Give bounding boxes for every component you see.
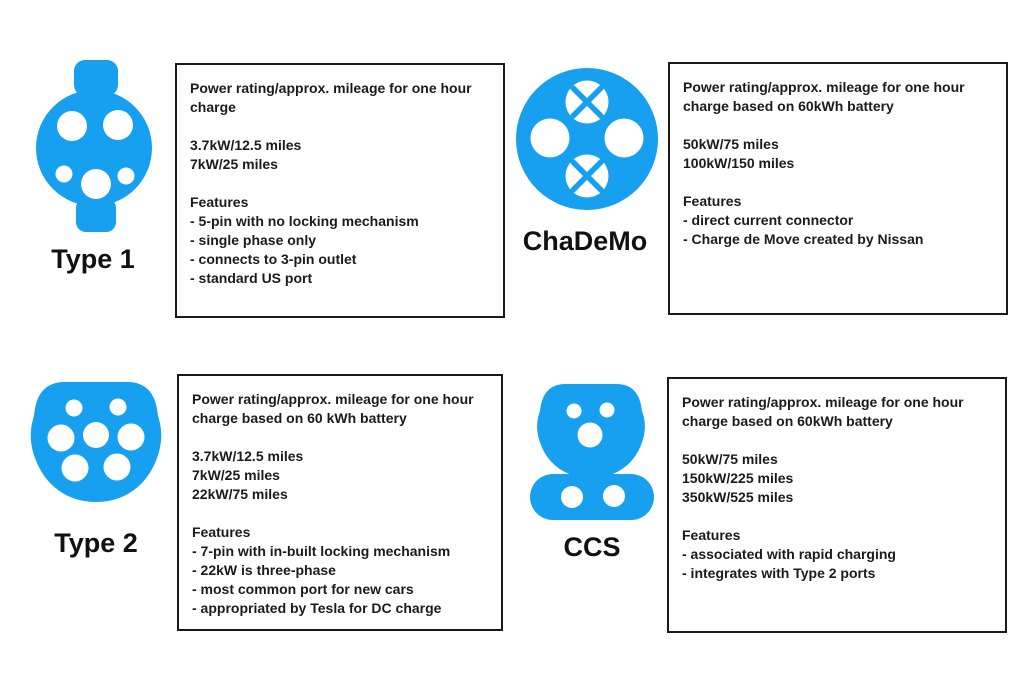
rating-line: 7kW/25 miles: [190, 156, 278, 172]
ccs-info-box: Power rating/approx. mileage for one hou…: [667, 377, 1007, 633]
feature-line: - 7-pin with in-built locking mechanism: [192, 543, 451, 559]
connector-label-chademo: ChaDeMo: [522, 226, 648, 256]
type2-connector-icon: [30, 382, 162, 502]
type1-connector-icon: [36, 60, 152, 232]
feature-line: - single phase only: [190, 232, 317, 248]
feature-line: - 22kW is three-phase: [192, 562, 336, 578]
feature-line: - connects to 3-pin outlet: [190, 251, 357, 267]
type2-info-box: Power rating/approx. mileage for one hou…: [177, 374, 503, 631]
rating-line: 22kW/75 miles: [192, 486, 288, 502]
type1-info-box: Power rating/approx. mileage for one hou…: [175, 63, 505, 318]
features-heading: Features: [682, 527, 741, 543]
connector-label-type2: Type 2: [54, 528, 138, 558]
chademo-connector-icon: [516, 68, 658, 210]
feature-line: - standard US port: [190, 270, 313, 286]
feature-line: - associated with rapid charging: [682, 546, 896, 562]
rating-line: 3.7kW/12.5 miles: [192, 448, 304, 464]
rating-line: 3.7kW/12.5 miles: [190, 137, 302, 153]
connector-label-type1: Type 1: [51, 244, 135, 274]
feature-line: - most common port for new cars: [192, 581, 414, 597]
chademo-info-box: Power rating/approx. mileage for one hou…: [668, 62, 1008, 315]
rating-line: 7kW/25 miles: [192, 467, 280, 483]
feature-line: - appropriated by Tesla for DC charge: [192, 600, 442, 616]
feature-line: - 5-pin with no locking mechanism: [190, 213, 419, 229]
feature-line: - integrates with Type 2 ports: [682, 565, 876, 581]
features-heading: Features: [683, 193, 742, 209]
box-title: Power rating/approx. mileage for one hou…: [683, 79, 965, 114]
box-title: Power rating/approx. mileage for one hou…: [190, 80, 472, 115]
rating-line: 350kW/525 miles: [682, 489, 794, 505]
box-title: Power rating/approx. mileage for one hou…: [682, 394, 964, 429]
rating-line: 100kW/150 miles: [683, 155, 795, 171]
ccs-connector-icon: [530, 384, 654, 520]
rating-line: 50kW/75 miles: [683, 136, 779, 152]
box-title: Power rating/approx. mileage for one hou…: [192, 391, 474, 426]
features-heading: Features: [190, 194, 249, 210]
feature-line: - Charge de Move created by Nissan: [683, 231, 924, 247]
connector-label-ccs: CCS: [563, 532, 621, 562]
feature-line: - direct current connector: [683, 212, 854, 228]
rating-line: 50kW/75 miles: [682, 451, 778, 467]
rating-line: 150kW/225 miles: [682, 470, 794, 486]
features-heading: Features: [192, 524, 251, 540]
